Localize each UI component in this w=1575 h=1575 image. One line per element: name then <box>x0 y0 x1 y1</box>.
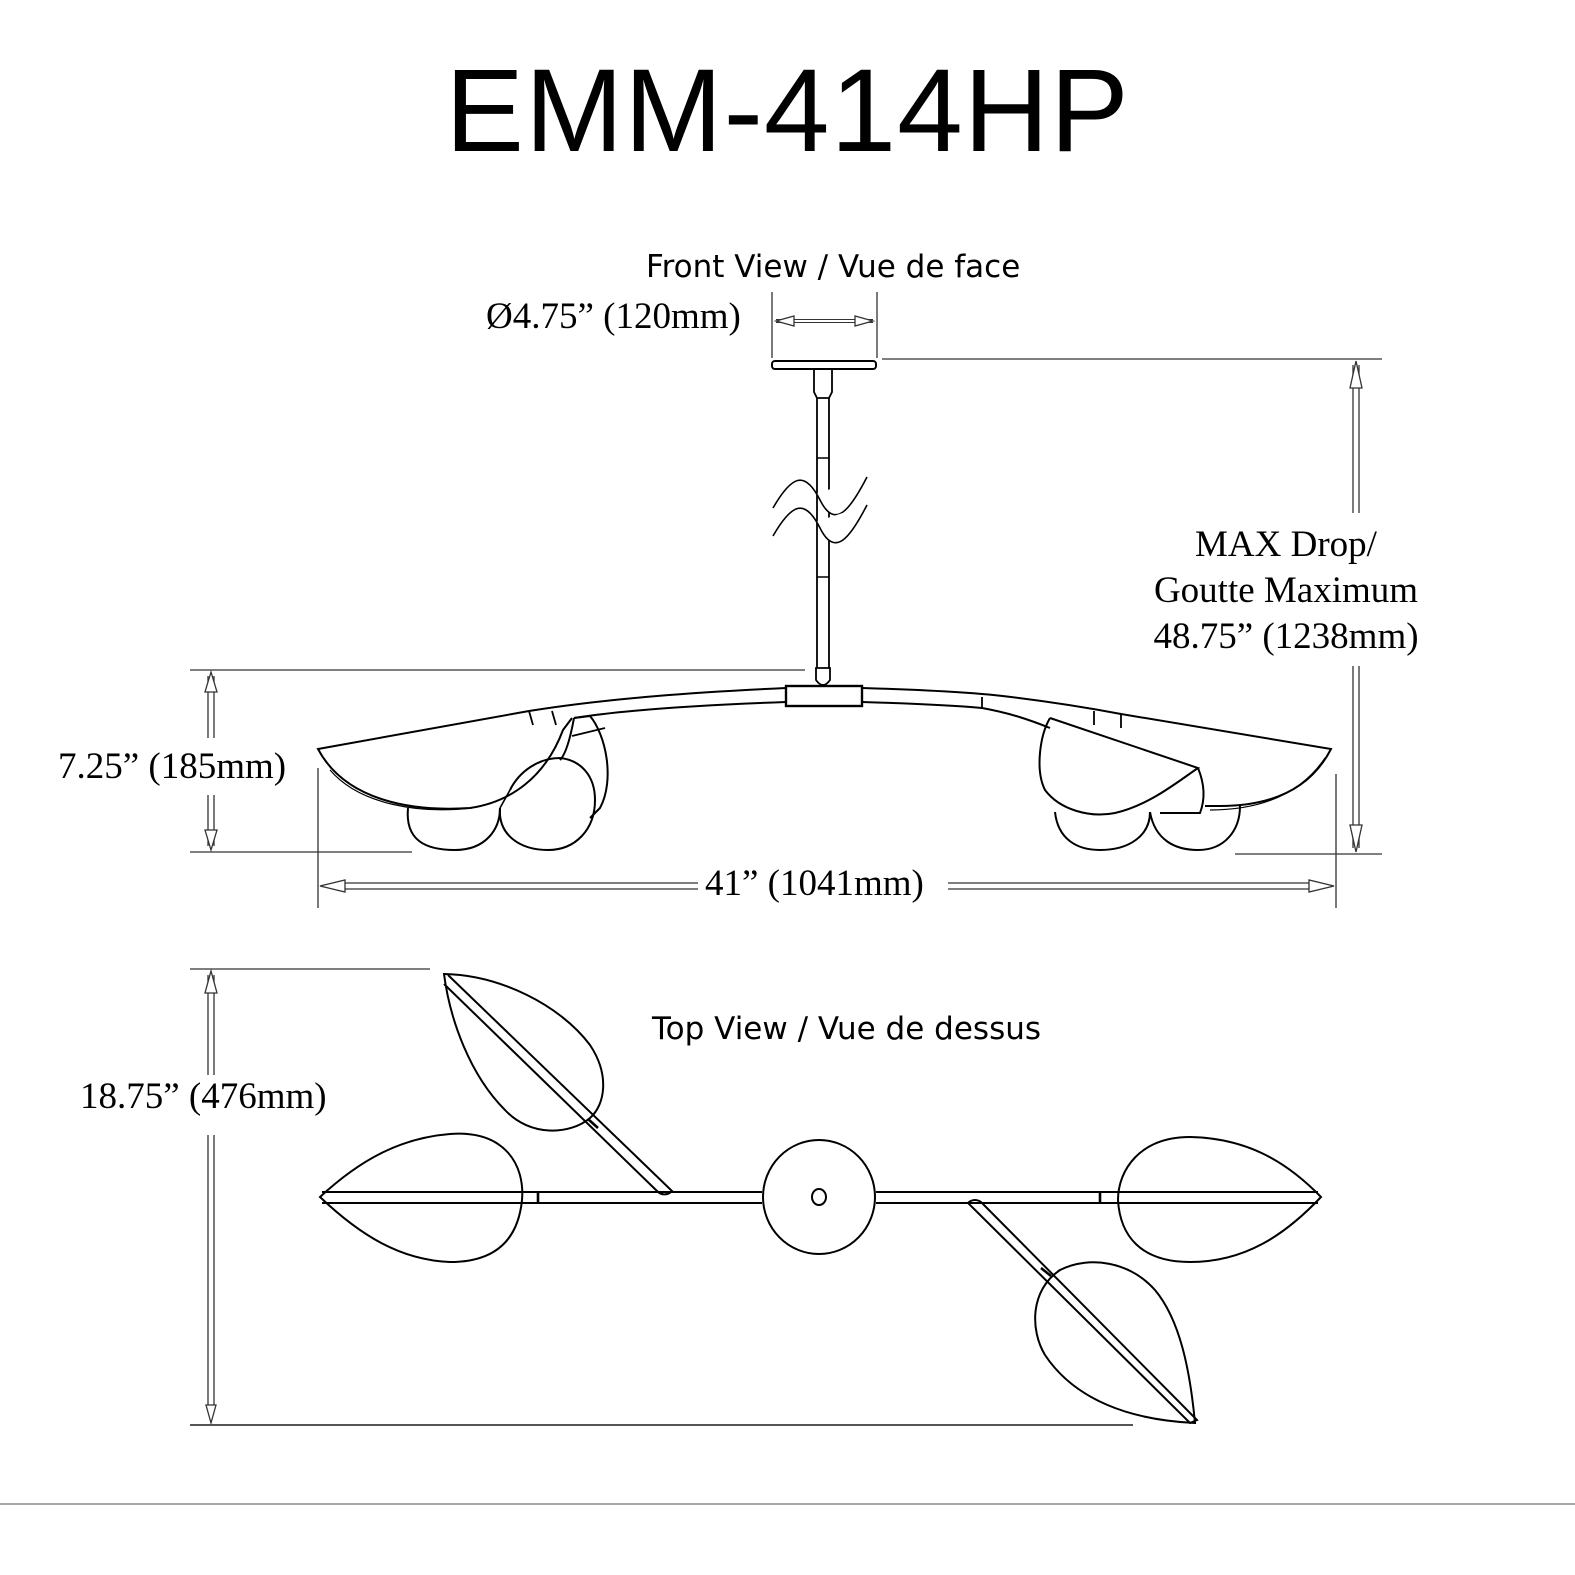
canopy-shape <box>771 360 877 370</box>
max-drop-line3: 48.75” (1238mm) <box>1153 616 1419 657</box>
max-drop-label: MAX Drop/ Goutte Maximum 48.75” (1238mm) <box>1136 522 1436 660</box>
top-view-drawing <box>318 972 1323 1425</box>
max-drop-line2: Goutte Maximum <box>1153 570 1419 611</box>
front-width-label: 41” (1041mm) <box>705 863 924 904</box>
canopy-disc <box>762 1139 876 1255</box>
canopy-dimension <box>771 292 878 358</box>
top-depth-label: 18.75” (476mm) <box>80 1076 327 1117</box>
front-view-drawing <box>316 292 1333 852</box>
top-view-label: Top View / Vue de dessus <box>652 1011 1042 1047</box>
front-view-label: Front View / Vue de face <box>646 249 1021 285</box>
leaf-lower <box>1034 1261 1197 1425</box>
canopy-diameter-label: Ø4.75” (120mm) <box>486 296 741 337</box>
front-view-dimensions <box>190 358 1382 908</box>
leaf-right <box>1116 1135 1323 1264</box>
bottom-divider <box>0 1503 1575 1505</box>
front-height-label: 7.25” (185mm) <box>58 746 287 787</box>
leaf-upper <box>442 972 605 1132</box>
max-drop-line1: MAX Drop/ <box>1195 524 1377 565</box>
leaf-left <box>318 1132 524 1264</box>
model-title: EMM-414HP <box>445 45 1130 177</box>
top-view-dimensions <box>190 968 1133 1426</box>
